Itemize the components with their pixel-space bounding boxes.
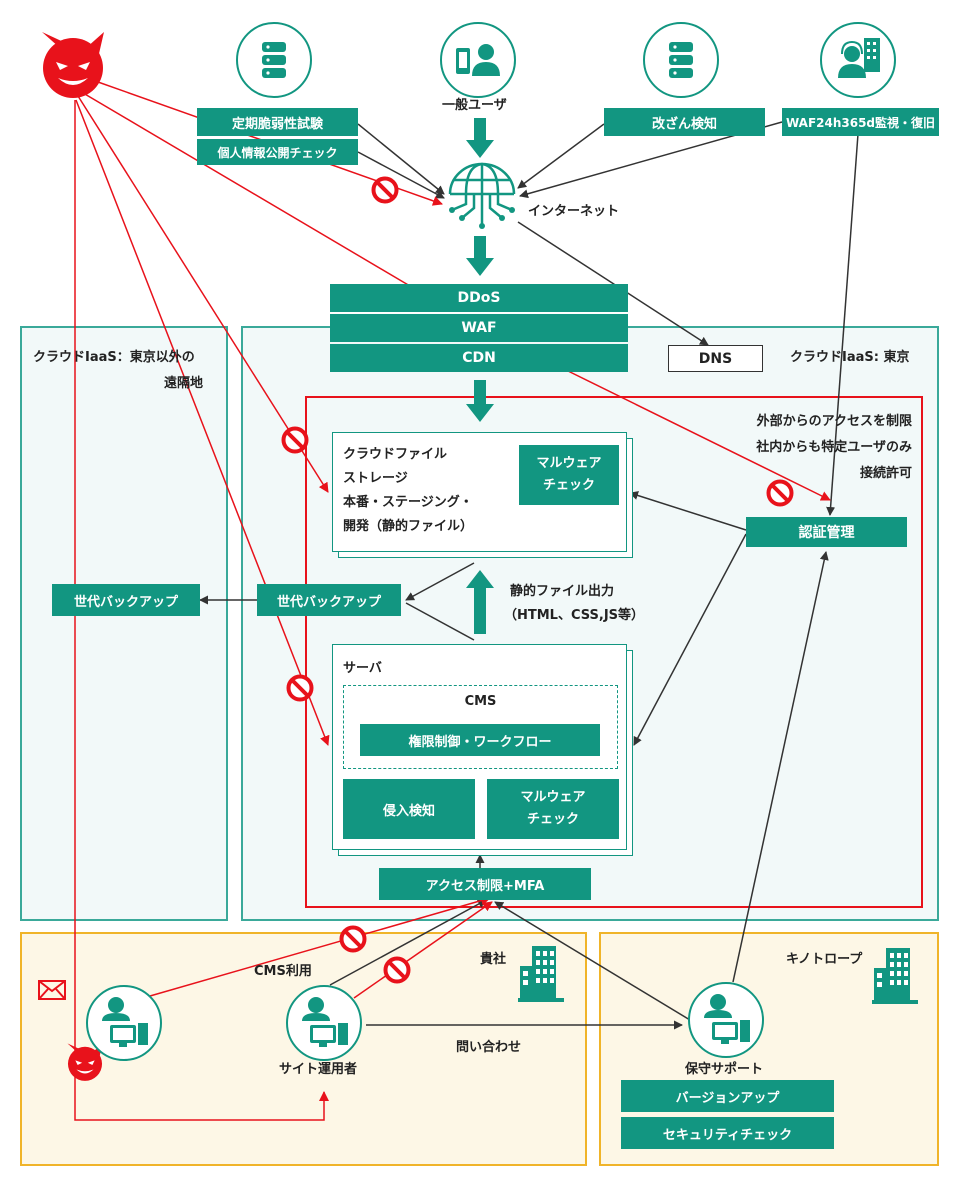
waf-monitor-label: WAF24h365d監視・復旧: [782, 108, 939, 136]
server-malware-line2: チェック: [526, 812, 579, 827]
storage-line3: 本番・ステージング・: [343, 495, 473, 510]
prohibited-icon: [281, 426, 309, 454]
tokyo-backup: 世代バックアップ: [257, 584, 401, 616]
prohibited-icon: [371, 176, 399, 204]
storage-line2: ストレージ: [343, 471, 408, 486]
prohibited-icon: [286, 674, 314, 702]
devil-icon: [36, 26, 110, 100]
mail-icon: [38, 980, 66, 1000]
server-label: サーバ: [343, 661, 382, 676]
inquiry-label: 問い合わせ: [456, 1040, 522, 1055]
version-up-box: バージョンアップ: [621, 1080, 834, 1112]
cdn-bar: CDN: [330, 344, 628, 372]
user-pc-icon: [688, 982, 764, 1058]
operator-building-icon: [820, 22, 896, 98]
server-malware-check: マルウェア チェック: [487, 779, 619, 839]
devil-icon: [64, 1040, 106, 1082]
server-malware-line1: マルウェア: [520, 790, 586, 805]
cms-use-label: CMS利用: [254, 964, 312, 979]
access-note-line1: 外部からのアクセスを制限: [756, 414, 912, 429]
user-pc-icon: [86, 985, 162, 1061]
intrusion-detect: 侵入検知: [343, 779, 475, 839]
personal-info-check-label: 個人情報公開チェック: [197, 139, 358, 165]
malware-check-line2: チェック: [542, 478, 595, 493]
up-arrow-icon: [466, 570, 494, 634]
operator-label: サイト運用者: [279, 1062, 358, 1077]
cloud-remote-title-line1: クラウドIaaS：東京以外の: [33, 350, 195, 365]
zone-cloud-remote: [20, 326, 228, 921]
server-card: サーバ CMS 権限制御・ワークフロー 侵入検知 マルウェア チェック: [332, 644, 627, 850]
static-output-line1: 静的ファイル出力: [510, 584, 615, 599]
cms-label: CMS: [464, 694, 497, 709]
prohibited-icon: [766, 479, 794, 507]
database-icon: [236, 22, 312, 98]
vuln-test-label: 定期脆弱性試験: [197, 108, 358, 136]
storage-card: クラウドファイル ストレージ 本番・ステージング・ 開発（静的ファイル） マルウ…: [332, 432, 627, 552]
down-arrow-icon: [466, 380, 494, 422]
access-mfa-box: アクセス制限+MFA: [379, 868, 591, 900]
waf-bar: WAF: [330, 314, 628, 342]
general-user-label: 一般ユーザ: [442, 98, 507, 113]
ddos-bar: DDoS: [330, 284, 628, 312]
malware-check-line1: マルウェア: [536, 456, 602, 471]
database-icon: [643, 22, 719, 98]
storage-line4: 開発（静的ファイル）: [343, 519, 474, 534]
user-smartphone-icon: [440, 22, 516, 98]
access-note-line3: 接続許可: [859, 466, 912, 481]
tamper-detect-label: 改ざん検知: [604, 108, 765, 136]
zone-restricted: [305, 396, 923, 908]
auth-box: 認証管理: [746, 517, 907, 547]
support-label: 保守サポート: [685, 1062, 764, 1077]
access-note-line2: 社内からも特定ユーザのみ: [756, 440, 912, 455]
building-icon: [872, 946, 918, 1004]
company-label: 貴社: [480, 952, 507, 967]
kinotrope-label: キノトロープ: [786, 952, 863, 967]
prohibited-icon: [383, 956, 411, 984]
dns-box: DNS: [668, 345, 763, 372]
cloud-remote-title-line2: 遠隔地: [164, 376, 204, 391]
storage-line1: クラウドファイル: [343, 447, 448, 462]
down-arrow-icon: [466, 236, 494, 276]
cms-box: CMS 権限制御・ワークフロー: [343, 685, 618, 769]
globe-network-icon: [444, 158, 520, 234]
security-check-box: セキュリティチェック: [621, 1117, 834, 1149]
storage-malware-check: マルウェア チェック: [519, 445, 619, 505]
building-icon: [518, 944, 564, 1002]
down-arrow-icon: [466, 118, 494, 158]
internet-label: インターネット: [528, 204, 620, 219]
prohibited-icon: [339, 925, 367, 953]
cloud-tokyo-title: クラウドIaaS: 東京: [790, 350, 910, 365]
remote-backup: 世代バックアップ: [52, 584, 200, 616]
user-pc-icon: [286, 985, 362, 1061]
static-output-line2: （HTML、CSS,JS等）: [504, 608, 645, 623]
permission-workflow: 権限制御・ワークフロー: [360, 724, 600, 756]
